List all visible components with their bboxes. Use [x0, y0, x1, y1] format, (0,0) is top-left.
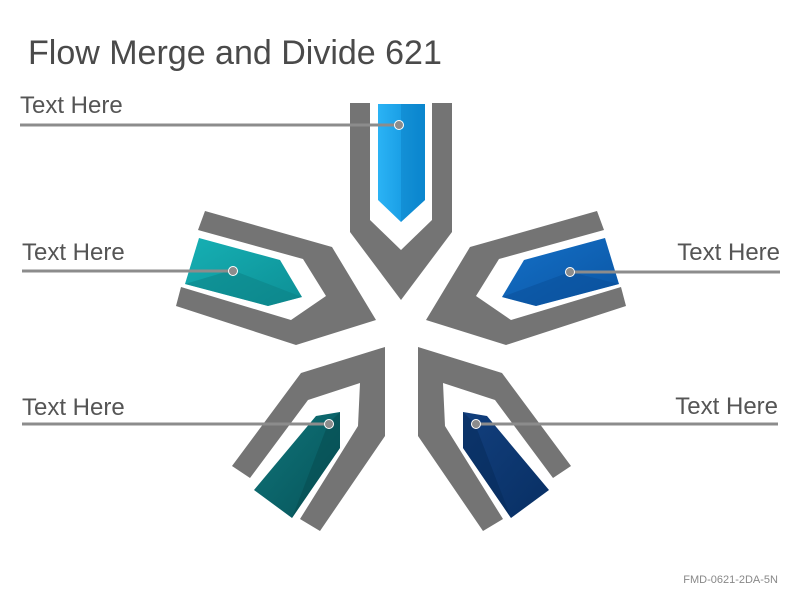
- dot-top: [394, 120, 404, 130]
- bottom-left-chevron-frame: [232, 347, 385, 531]
- label-bottom-right: Text Here: [675, 393, 778, 420]
- label-middle-right: Text Here: [677, 239, 780, 266]
- connector-dots: [228, 120, 575, 429]
- bottom-left-arrow: [254, 412, 340, 518]
- label-middle-left: Text Here: [22, 239, 125, 266]
- dot-bottom-right: [471, 419, 481, 429]
- footer-code: FMD-0621-2DA-5N: [683, 574, 778, 586]
- dot-middle-right: [565, 267, 575, 277]
- label-top: Text Here: [20, 92, 123, 119]
- middle-right-chevron-frame: [426, 211, 626, 345]
- top-chevron-frame: [350, 103, 452, 300]
- middle-left-arrow-shade: [185, 270, 302, 306]
- dot-bottom-left: [324, 419, 334, 429]
- connectors: [20, 123, 780, 426]
- page-title: Flow Merge and Divide 621: [28, 34, 442, 72]
- middle-left-chevron-frame: [176, 211, 376, 345]
- label-bottom-left: Text Here: [22, 394, 125, 421]
- top-arrow-shade: [401, 104, 425, 222]
- dot-middle-left: [228, 266, 238, 276]
- bottom-right-chevron-frame: [418, 347, 571, 531]
- bottom-left-arrow-shade: [292, 412, 340, 518]
- bottom-right-arrow-shade: [463, 412, 511, 518]
- middle-right-arrow-shade: [502, 272, 619, 306]
- bottom-right-arrow: [463, 412, 549, 518]
- top-arrow: [378, 104, 425, 222]
